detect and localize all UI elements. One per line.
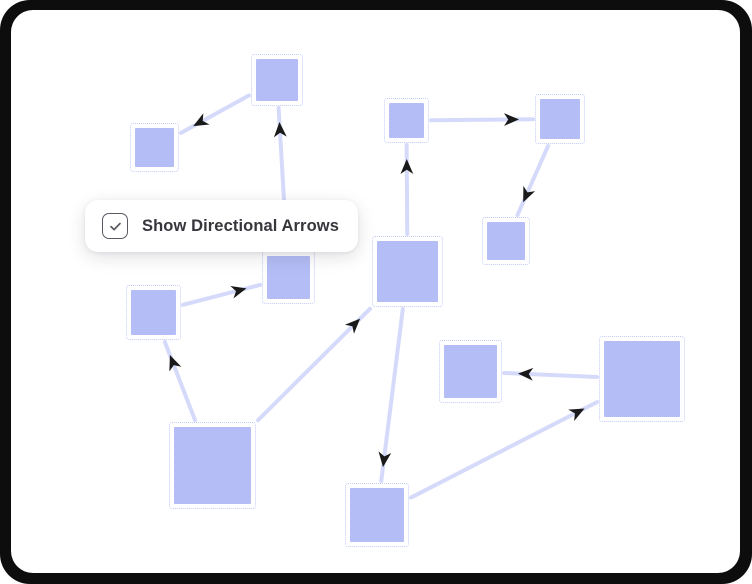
graph-node[interactable]: [535, 94, 585, 144]
edge-arrowhead-icon: [503, 113, 520, 126]
graph-node-fill: [174, 427, 251, 504]
graph-node-fill: [350, 488, 404, 542]
show-directional-arrows-toggle[interactable]: Show Directional Arrows: [85, 200, 358, 252]
graph-node-fill: [267, 256, 310, 299]
graph-node-fill: [135, 128, 174, 167]
edge-arrowhead-icon: [230, 285, 247, 299]
graph-edge: [179, 93, 251, 135]
graph-node[interactable]: [439, 340, 502, 403]
graph-node[interactable]: [345, 483, 409, 547]
graph-node[interactable]: [169, 422, 256, 509]
edge-arrowhead-icon: [273, 121, 287, 138]
graph-edge: [409, 400, 599, 500]
graph-node-fill: [131, 290, 176, 335]
graph-node-fill: [604, 341, 680, 417]
show-directional-arrows-label: Show Directional Arrows: [142, 216, 339, 235]
graph-edge: [162, 340, 197, 422]
graph-node-fill: [256, 59, 298, 101]
graph-edge: [515, 144, 551, 217]
edge-arrowhead-icon: [378, 451, 392, 468]
check-icon[interactable]: [102, 213, 128, 239]
edge-arrowhead-icon: [523, 185, 536, 203]
graph-node[interactable]: [482, 217, 530, 265]
edge-arrowhead-icon: [517, 367, 534, 381]
graph-node[interactable]: [130, 123, 179, 172]
graph-canvas[interactable]: Show Directional Arrows: [11, 10, 740, 573]
graph-node-fill: [444, 345, 497, 398]
edge-arrowhead-icon: [193, 113, 210, 127]
graph-node[interactable]: [384, 98, 429, 143]
graph-node-fill: [389, 103, 424, 138]
graph-edge: [379, 307, 405, 483]
graph-edge: [181, 282, 262, 307]
edge-arrowhead-icon: [169, 355, 182, 372]
graph-edge: [404, 143, 410, 236]
graph-node-fill: [540, 99, 580, 139]
graph-edge: [502, 370, 599, 380]
graph-node[interactable]: [599, 336, 685, 422]
graph-node[interactable]: [126, 285, 181, 340]
graph-node-fill: [487, 222, 525, 260]
edge-arrowhead-icon: [568, 408, 585, 422]
graph-node[interactable]: [372, 236, 443, 307]
graph-edge: [256, 306, 372, 423]
graph-node-fill: [377, 241, 438, 302]
edge-arrowhead-icon: [400, 158, 414, 175]
graph-node[interactable]: [251, 54, 303, 106]
edge-arrowhead-icon: [344, 318, 361, 334]
graph-node[interactable]: [262, 251, 315, 304]
